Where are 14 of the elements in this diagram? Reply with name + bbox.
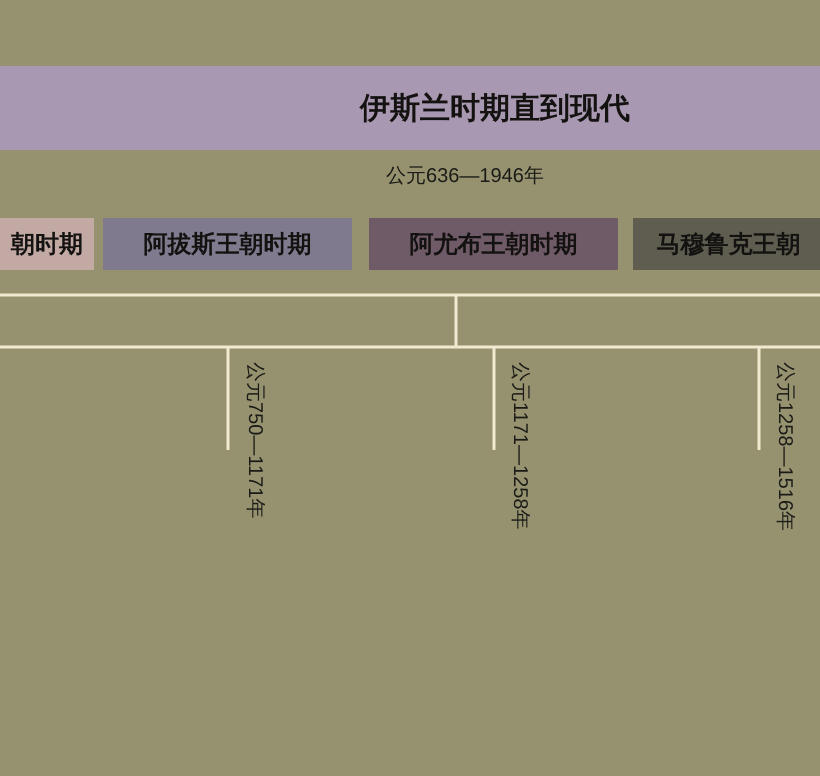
date-range: 公元1171—1258年 <box>509 362 531 530</box>
period-box <box>103 218 352 270</box>
period-title: 阿拔斯王朝时期 <box>144 228 312 260</box>
date-range: 公元1258—1516年 <box>774 362 796 531</box>
period-title: 朝时期 <box>11 228 83 260</box>
period-title: 马穆鲁克王朝 <box>656 228 800 260</box>
title-band <box>0 66 820 150</box>
date-range: 公元750—1171年 <box>244 362 266 518</box>
period-box <box>633 218 820 270</box>
date-range: 公元636—1946年 <box>386 164 544 189</box>
period-title: 阿尤布王朝时期 <box>410 228 578 260</box>
period-box <box>369 218 618 270</box>
period-title: 伊斯兰时期直到现代 <box>360 90 630 128</box>
period-box <box>0 218 94 270</box>
